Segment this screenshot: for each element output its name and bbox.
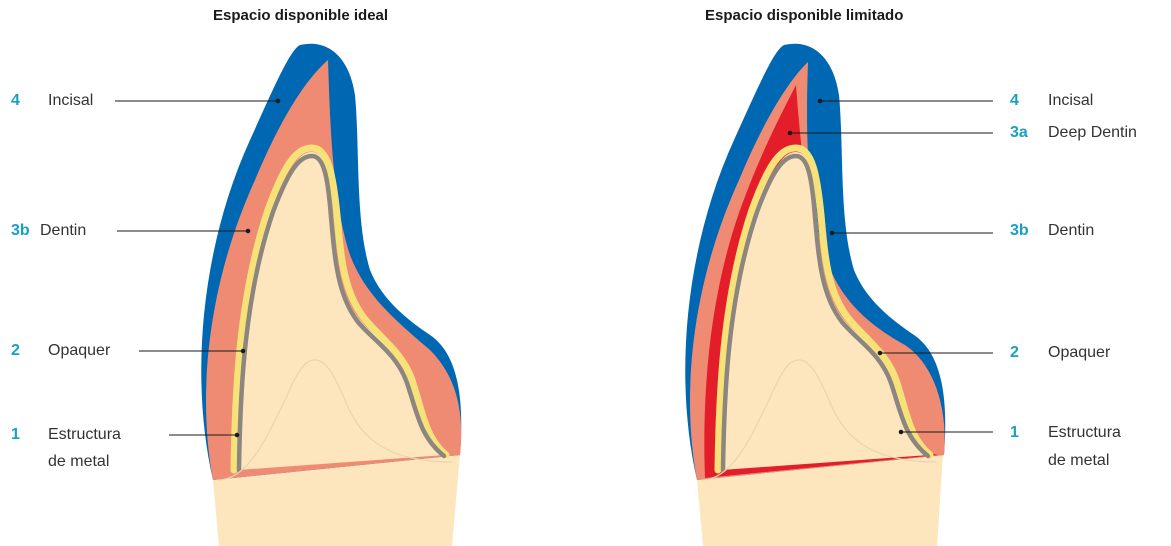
label-incisal-left: Incisal (48, 92, 94, 109)
label-number-incisal-left: 4 (11, 92, 20, 109)
label-metal-left-line2: de metal (48, 453, 110, 470)
label-dentin-left: Dentin (40, 222, 87, 239)
metal-structure-ideal (236, 153, 447, 473)
label-incisal-right: Incisal (1048, 92, 1094, 109)
label-metal-right-line1: Estructura (1048, 424, 1121, 441)
base-tooth-ideal (213, 455, 460, 546)
tooth-ideal (201, 43, 462, 546)
label-number-incisal-right: 4 (1010, 92, 1019, 109)
base-tooth-limited (697, 455, 943, 546)
title-ideal-space: Espacio disponible ideal (213, 7, 389, 24)
label-number-dentin-left: 3b (11, 222, 30, 239)
base-contour-ideal (217, 359, 453, 481)
label-metal-right-line2: de metal (1048, 452, 1110, 469)
metal-structure-limited (720, 153, 931, 473)
title-limited-space: Espacio disponible limitado (705, 7, 904, 24)
label-number-metal-left: 1 (11, 426, 20, 443)
label-number-dentin-right: 3b (1010, 222, 1029, 239)
label-dentin-right: Dentin (1048, 222, 1095, 239)
label-opaquer-left: Opaquer (48, 342, 111, 359)
leader-lines-left (115, 98, 281, 438)
label-number-metal-right: 1 (1010, 424, 1019, 441)
opaquer-limited (714, 144, 934, 474)
label-number-deep-dentin-right: 3a (1010, 124, 1028, 141)
leader-lines-right (787, 98, 993, 435)
label-deep-dentin-right: Deep Dentin (1048, 124, 1137, 141)
tooth-limited (685, 43, 946, 546)
base-contour-limited (701, 359, 937, 481)
opaquer-ideal (230, 144, 450, 474)
label-metal-left-line1: Estructura (48, 426, 121, 443)
label-number-opaquer-right: 2 (1010, 344, 1019, 361)
label-opaquer-right: Opaquer (1048, 344, 1111, 361)
label-number-opaquer-left: 2 (11, 342, 20, 359)
